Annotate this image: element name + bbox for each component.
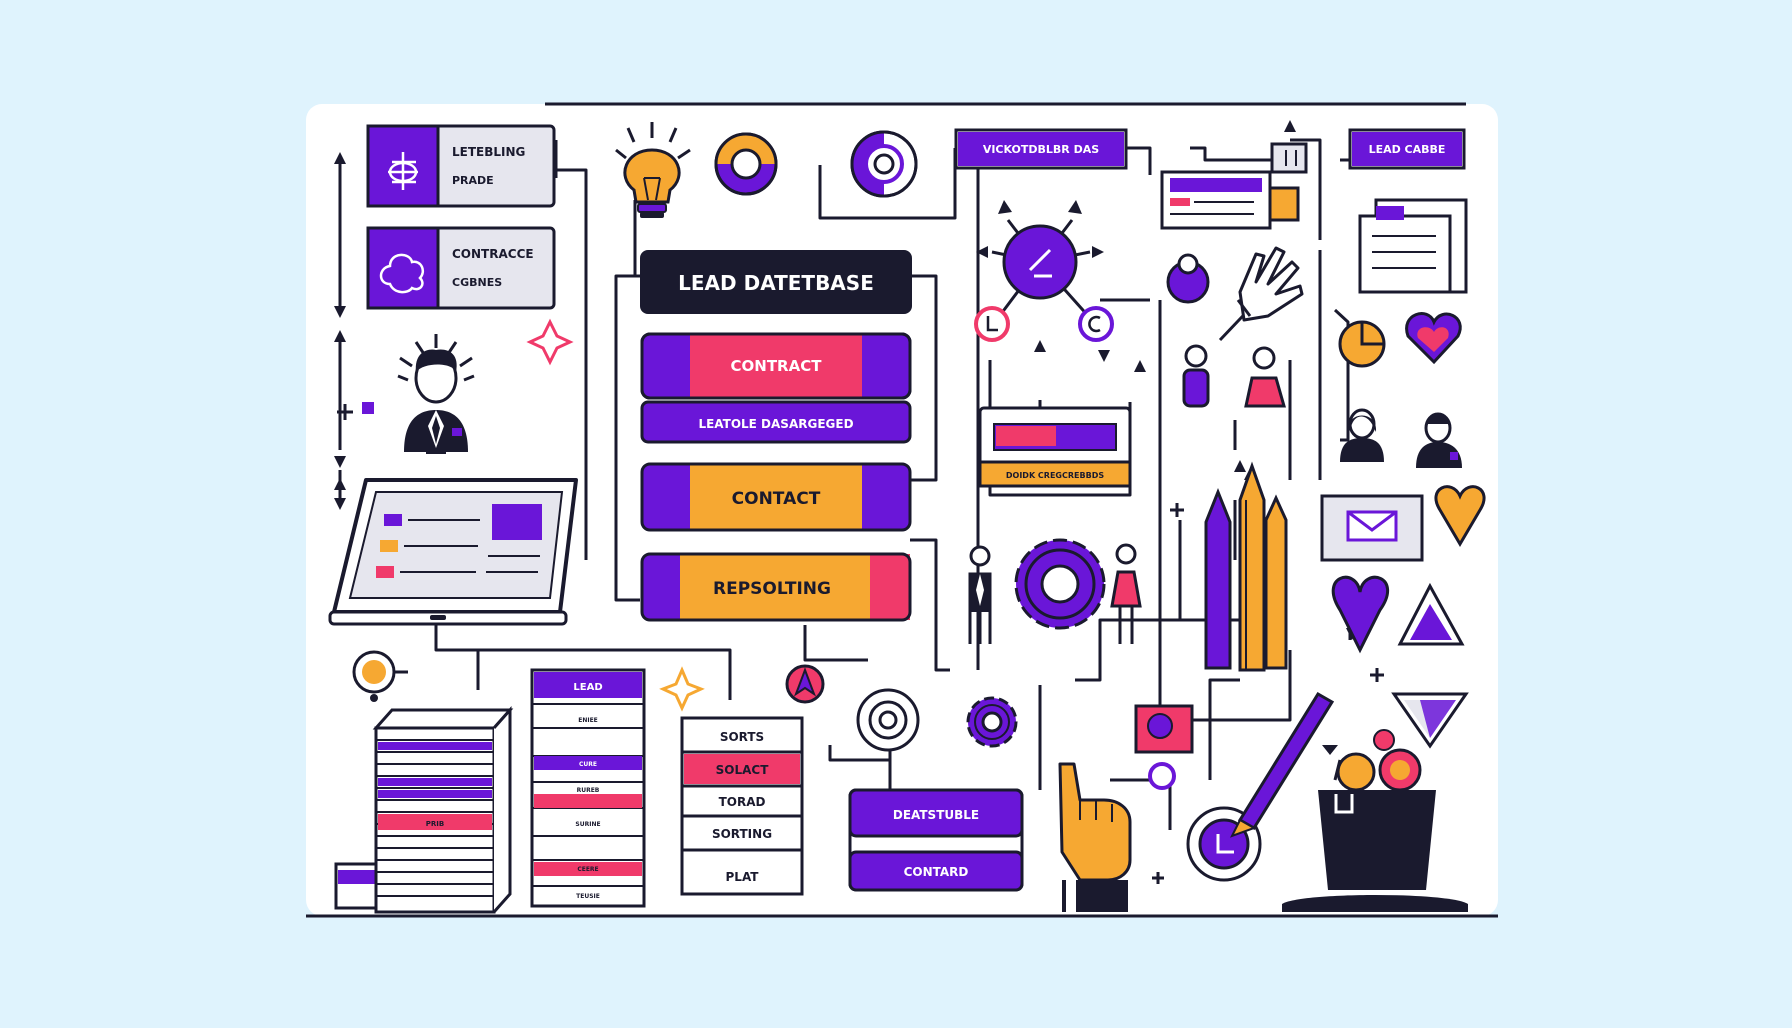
sparkle-marks bbox=[337, 404, 1384, 884]
lead-list-row-3: RUREB bbox=[577, 787, 600, 794]
contact-label: CONTACT bbox=[732, 489, 821, 509]
email-icon bbox=[1320, 494, 1424, 562]
user-pink-icon bbox=[1244, 346, 1286, 408]
woman-avatar-icon bbox=[1340, 408, 1384, 462]
person-head-icon bbox=[1166, 253, 1210, 304]
businessman-icon bbox=[397, 334, 475, 454]
heart-shield-icon bbox=[1405, 312, 1462, 365]
sort-list-item-3[interactable]: TORAD bbox=[719, 795, 766, 809]
top-left-card-2[interactable]: CONTRACCE CGBNES bbox=[366, 226, 556, 310]
card-2-line-1: CONTRACCE bbox=[452, 247, 534, 261]
pencils-icon bbox=[1204, 461, 1288, 672]
lead-list-row-2: CURE bbox=[579, 761, 597, 768]
lead-database-title: LEAD DATETBASE bbox=[678, 271, 874, 295]
sort-list-item-1[interactable]: SORTS bbox=[720, 730, 764, 744]
card-1-line-2: PRADE bbox=[452, 174, 494, 187]
donut-chart-icon bbox=[714, 132, 778, 196]
cloud-icon bbox=[379, 253, 424, 294]
datatable-box-line-2: CONTARD bbox=[904, 865, 969, 879]
orange-sparkle-icon bbox=[659, 666, 705, 712]
lead-database-header[interactable]: LEAD DATETBASE bbox=[640, 250, 912, 314]
spiral-chart-icon bbox=[850, 130, 918, 198]
sort-list-item-2[interactable]: SOLACT bbox=[716, 763, 770, 777]
contract-block[interactable]: CONTRACT bbox=[640, 332, 912, 400]
bulb-small-icon bbox=[352, 650, 408, 702]
pointing-hand-icon bbox=[1058, 762, 1132, 912]
card-1-line-1: LETEBLING bbox=[452, 145, 525, 159]
lead-list-row-5: CEERE bbox=[577, 866, 598, 873]
lead-list-card[interactable]: LEAD ENIEE CURE RUREB SURINE CEERE TEUSI… bbox=[530, 668, 646, 908]
triangle-icon bbox=[1397, 582, 1465, 646]
heart-orange-icon bbox=[1434, 485, 1486, 547]
purple-dot-icon bbox=[362, 402, 374, 414]
document-stack-label: PRIB bbox=[426, 820, 444, 828]
document-stack: PRIB bbox=[334, 706, 514, 914]
lead-list-row-6: TEUSIE bbox=[576, 893, 600, 900]
diamond-icon bbox=[1391, 692, 1469, 749]
arrow-heads bbox=[334, 120, 1370, 755]
square-camera-icon bbox=[1134, 704, 1194, 754]
card-2-line-2: CGBNES bbox=[452, 276, 502, 289]
tag-lead-cabbe-text: LEAD CABBE bbox=[1369, 143, 1446, 156]
contract-sub-block[interactable]: LEATOLE DASARGEGED bbox=[640, 400, 912, 444]
contract-sub-label: LEATOLE DASARGEGED bbox=[698, 417, 853, 431]
tag-victor-bldas-text: VICKOTDBLBR DAS bbox=[983, 143, 1099, 156]
compass-icon bbox=[785, 664, 825, 704]
small-gear-icon bbox=[966, 696, 1018, 748]
target-icon bbox=[388, 152, 418, 190]
user-purple-icon bbox=[1182, 344, 1210, 408]
reporting-label: REPSOLTING bbox=[713, 579, 831, 599]
monitor-panel: DOIDK CREGCREBBDS bbox=[978, 406, 1132, 488]
monitor-caption: DOIDK CREGCREBBDS bbox=[1006, 471, 1104, 480]
sync-node-icon bbox=[1270, 142, 1308, 174]
sort-list-card[interactable]: SORTS SOLACT TORAD SORTING PLAT bbox=[680, 716, 804, 896]
lead-list-tab: LEAD bbox=[573, 682, 602, 693]
tablet-icon bbox=[328, 478, 578, 626]
ring-icon bbox=[856, 688, 920, 752]
datatable-box[interactable]: DEATSTUBLE CONTARD bbox=[848, 788, 1024, 892]
team-gear-icon bbox=[968, 538, 1142, 644]
contract-label: CONTRACT bbox=[731, 357, 823, 375]
gear-icon bbox=[1014, 538, 1106, 630]
heart-purple-icon bbox=[1331, 575, 1389, 654]
tag-victor-bldas[interactable]: VICKOTDBLBR DAS bbox=[954, 128, 1128, 170]
sort-list-item-5[interactable]: PLAT bbox=[726, 870, 760, 884]
reporting-block[interactable]: REPSOLTING bbox=[640, 552, 912, 622]
network-hub-icon bbox=[974, 200, 1114, 342]
lead-list-row-1: ENIEE bbox=[578, 717, 598, 724]
datatable-box-line-1: DEATSTUBLE bbox=[893, 808, 979, 822]
sort-list-item-4[interactable]: SORTING bbox=[712, 827, 772, 841]
contact-block[interactable]: CONTACT bbox=[640, 462, 912, 532]
pink-sparkle-icon bbox=[526, 318, 574, 366]
document-sheets-icon bbox=[1358, 198, 1468, 294]
small-ring-icon bbox=[1148, 762, 1176, 790]
lead-list-row-4: SURINE bbox=[575, 821, 600, 828]
pie-icon bbox=[1338, 320, 1386, 368]
hand-icon bbox=[1236, 246, 1304, 322]
folder-card-icon bbox=[1160, 170, 1300, 230]
tag-lead-cabbe[interactable]: LEAD CABBE bbox=[1348, 128, 1466, 170]
basket-icon bbox=[1282, 729, 1468, 912]
target-pencil-icon bbox=[1186, 691, 1335, 882]
top-left-card-1[interactable]: LETEBLING PRADE bbox=[366, 124, 556, 208]
man-avatar-icon bbox=[1416, 412, 1462, 468]
lightbulb-icon bbox=[615, 122, 691, 218]
